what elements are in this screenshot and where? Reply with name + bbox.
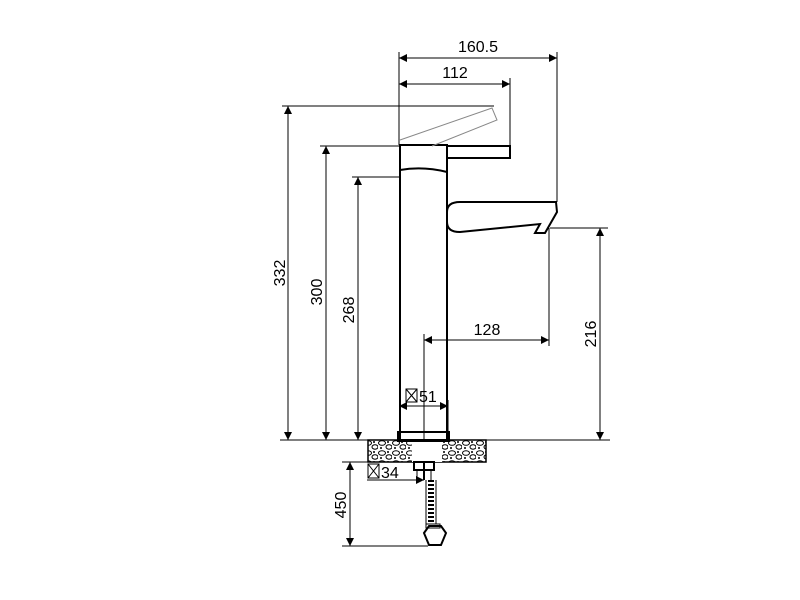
hose-connector-nut: [422, 525, 448, 546]
label-overall-reach: 160.5: [458, 39, 498, 56]
diameter-square-icon: [367, 463, 380, 479]
label-height-with-raised-handle: 332: [272, 260, 289, 287]
faucet-handle: [447, 145, 511, 159]
countertop-hole: [412, 440, 442, 462]
faucet-cap: [399, 144, 448, 174]
dimension-labels: 160.5 112 332 300 268 216 128 51 34 450: [272, 39, 600, 518]
faucet-spout: [446, 201, 559, 234]
label-height-to-handle: 300: [309, 279, 326, 306]
label-handle-reach: 112: [442, 65, 468, 82]
mounting-assembly: [413, 461, 448, 546]
countertop: [280, 439, 610, 463]
label-spout-projection: 128: [474, 322, 501, 339]
raised-handle-ghost: [399, 107, 498, 147]
label-hose-length: 450: [333, 492, 350, 519]
dimension-lines: [282, 52, 608, 547]
label-spout-height: 216: [583, 321, 600, 348]
label-body-diameter: 51: [419, 389, 437, 406]
label-body-height: 268: [341, 297, 358, 324]
mounting-nut: [413, 461, 435, 471]
label-mount-diameter: 34: [381, 465, 399, 482]
diameter-square-icon: [405, 388, 418, 403]
